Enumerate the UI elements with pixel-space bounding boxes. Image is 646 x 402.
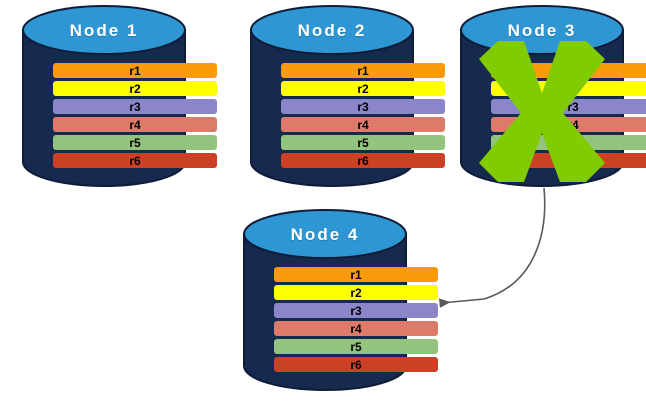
row-label: r5 (350, 339, 362, 354)
node-rows-2: r1 r2 r3 r4 r5 r6 (250, 63, 476, 168)
row-bar-r2[interactable]: r2 (274, 285, 438, 300)
node-rows-4: r1 r2 r3 r4 r5 r6 (243, 267, 469, 372)
row-bar-r5[interactable]: r5 (281, 135, 445, 150)
row-label: r1 (357, 63, 369, 78)
row-label: r4 (357, 117, 369, 132)
row-bar-r3[interactable]: r3 (274, 303, 438, 318)
row-label: r4 (350, 321, 362, 336)
row-label: r2 (357, 81, 369, 96)
row-bar-r5[interactable]: r5 (274, 339, 438, 354)
row-label: r1 (350, 267, 362, 282)
node-rows-3: r1 r2 r3 r4 r5 r6 (460, 63, 646, 168)
node-cylinder-1[interactable]: Node 1 r1 r2 r3 r4 r5 r6 (22, 5, 217, 187)
row-bar-r2[interactable]: r2 (491, 81, 646, 96)
row-label: r3 (357, 99, 369, 114)
node-cylinder-2[interactable]: Node 2 r1 r2 r3 r4 r5 r6 (250, 5, 445, 187)
row-bar-r6[interactable]: r6 (274, 357, 438, 372)
row-bar-r3[interactable]: r3 (491, 99, 646, 114)
row-label: r6 (129, 153, 141, 168)
row-bar-r1[interactable]: r1 (53, 63, 217, 78)
row-bar-r5[interactable]: r5 (53, 135, 217, 150)
row-bar-r3[interactable]: r3 (53, 99, 217, 114)
row-bar-r4[interactable]: r4 (274, 321, 438, 336)
row-bar-r6[interactable]: r6 (491, 153, 646, 168)
node-cylinder-3[interactable]: Node 3 r1 r2 r3 r4 r5 r6 (460, 5, 646, 187)
row-bar-r4[interactable]: r4 (281, 117, 445, 132)
row-bar-r2[interactable]: r2 (53, 81, 217, 96)
row-bar-r4[interactable]: r4 (491, 117, 646, 132)
row-label: r1 (129, 63, 141, 78)
row-label: r3 (129, 99, 141, 114)
row-bar-r6[interactable]: r6 (53, 153, 217, 168)
row-label: r4 (129, 117, 141, 132)
row-label: r2 (350, 285, 362, 300)
row-label: r4 (567, 117, 579, 132)
row-label: r6 (357, 153, 369, 168)
row-bar-r1[interactable]: r1 (274, 267, 438, 282)
node-cylinder-4[interactable]: Node 4 r1 r2 r3 r4 r5 r6 (243, 209, 438, 391)
row-label: r6 (567, 153, 579, 168)
row-bar-r1[interactable]: r1 (491, 63, 646, 78)
row-label: r5 (129, 135, 141, 150)
row-label: r2 (567, 81, 579, 96)
row-bar-r1[interactable]: r1 (281, 63, 445, 78)
row-bar-r3[interactable]: r3 (281, 99, 445, 114)
row-label: r5 (567, 135, 579, 150)
row-label: r3 (350, 303, 362, 318)
row-label: r1 (567, 63, 579, 78)
row-bar-r4[interactable]: r4 (53, 117, 217, 132)
row-label: r2 (129, 81, 141, 96)
row-bar-r5[interactable]: r5 (491, 135, 646, 150)
row-label: r5 (357, 135, 369, 150)
row-bar-r6[interactable]: r6 (281, 153, 445, 168)
row-label: r6 (350, 357, 362, 372)
row-bar-r2[interactable]: r2 (281, 81, 445, 96)
row-label: r3 (567, 99, 579, 114)
node-rows-1: r1 r2 r3 r4 r5 r6 (22, 63, 248, 168)
